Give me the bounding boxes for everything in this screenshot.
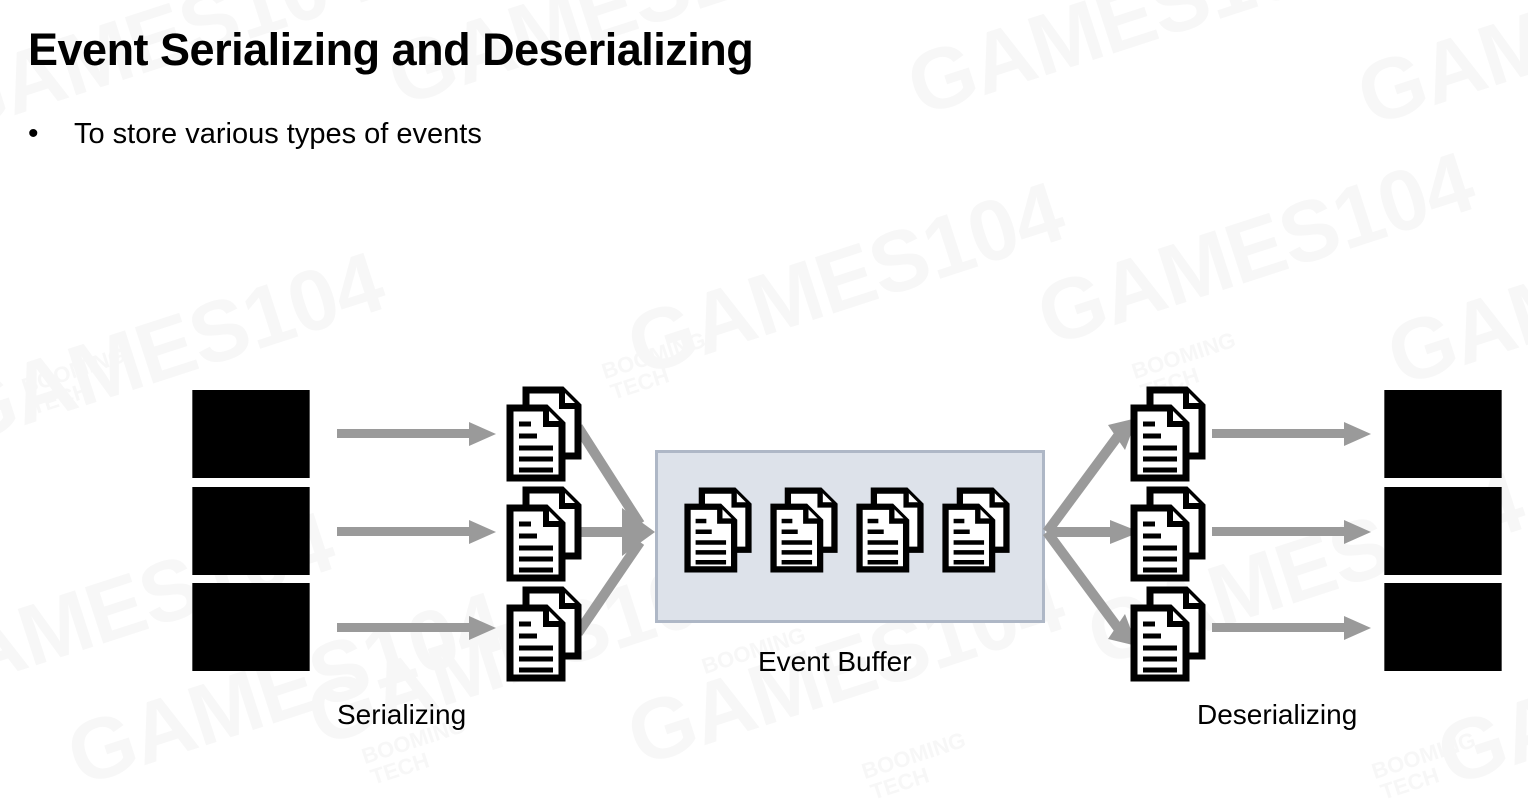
caption-event-buffer: Event Buffer [758, 646, 912, 677]
arrow-shaft [337, 422, 496, 446]
envelope-green[interactable] [1385, 585, 1501, 669]
bullet-item: • To store various types of events [28, 118, 482, 151]
document-stack-icon[interactable] [946, 491, 1007, 570]
document-stack-icon[interactable] [1134, 490, 1202, 578]
envelope-blue[interactable] [1385, 392, 1501, 476]
document-stack-icon[interactable] [1134, 590, 1202, 678]
arrows-envelope-to-document-left [337, 422, 496, 640]
document-group-buffer [688, 491, 1007, 570]
arrow-shaft [1212, 422, 1371, 446]
document-stack-icon[interactable] [688, 491, 749, 570]
bullet-marker-icon: • [28, 117, 39, 150]
arrows-document-to-envelope-right [1212, 422, 1371, 640]
document-stack-icon[interactable] [860, 491, 921, 570]
envelope-orange[interactable] [1385, 489, 1501, 573]
arrow-shaft [337, 616, 496, 640]
arrow-shaft [1212, 616, 1371, 640]
bullet-text: To store various types of events [74, 118, 482, 150]
envelope-group-left [193, 392, 309, 669]
document-group-right [1134, 390, 1202, 678]
document-group-left [510, 390, 578, 678]
envelope-orange[interactable] [193, 489, 309, 573]
envelope-blue[interactable] [193, 392, 309, 476]
arrow-shaft [337, 520, 496, 544]
envelope-group-right [1385, 392, 1501, 669]
document-stack-icon[interactable] [510, 590, 578, 678]
arrow-heads-diverge [1108, 418, 1140, 646]
document-stack-icon[interactable] [510, 390, 578, 478]
envelope-green[interactable] [193, 585, 309, 669]
arrows-diverge-from-buffer [1042, 433, 1123, 631]
slide-title: Event Serializing and Deserializing [28, 24, 754, 75]
caption-deserializing: Deserializing [1197, 699, 1358, 730]
document-stack-icon[interactable] [774, 491, 835, 570]
document-stack-icon[interactable] [1134, 390, 1202, 478]
arrow-shaft [1212, 520, 1371, 544]
arrow-head-buffer-in [622, 508, 655, 556]
document-stack-icon[interactable] [510, 490, 578, 578]
caption-serializing: Serializing [337, 699, 467, 730]
